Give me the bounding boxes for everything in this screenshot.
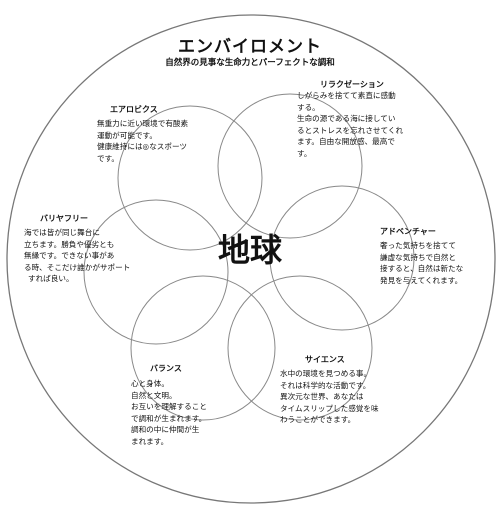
relaxation-text: しがらみを捨てて素直に感動 する。 生命の源である海に接してい るとストレスを忘… [297,90,403,160]
petal-circle-bottom-left [130,275,276,421]
outer-circle [6,14,496,504]
relaxation-line: るとストレスを忘れさせてくれ [297,125,404,135]
relaxation-line: す。 [297,148,312,158]
relaxation-line: しがらみを捨てて素直に感動 [297,91,396,100]
aerobics-line: です。 [97,153,120,163]
adventure-text: 奢った気持ちを捨てて 謙虚な気持ちで自然と 接すると、自然は新たな 発見を与えて… [380,240,463,286]
barrierfree-line: 無縁です。できない事があ [24,251,115,261]
balance-line: で調和が生まれます。 [131,413,207,423]
petal-circle-left [83,199,229,345]
aerobics-line: 健康維持には◎なスポーツ [97,142,188,152]
barrierfree-line: すれば良い。 [28,274,74,284]
science-line: それは科学的な活動です。 [280,380,371,390]
adventure-line: 接すると、自然は新たな [380,264,464,274]
balance-heading: バランス [150,364,182,373]
center-label: 地球 [217,231,282,269]
petal-circle-top-left [117,105,263,251]
aerobics-line: 運動が可能です。 [97,130,157,140]
science-line: 水中の環境を見つめる事。 [280,369,372,378]
barrierfree-text: 海では皆が同じ舞台に 立ちます。勝負や優劣とも 無縁です。できない事があ る時、… [24,227,130,285]
relaxation-line: 生命の源である海に接してい [297,114,396,124]
relaxation-line: ます。自由な開放感、最高で [297,137,395,147]
science-line: タイムスリップした感覚を味 [280,403,379,413]
barrierfree-line: 立ちます。勝負や優劣とも [24,239,115,249]
aerobics-heading: エアロビクス [110,105,158,114]
diagram-title: エンバイロメント [178,37,322,57]
balance-text: 心と身体。 自然と文明。 お互いを理解すること で調和が生まれます。 調和の中に… [131,378,207,448]
aerobics-line: 無重力に近い環境で有酸素 [97,119,189,128]
relaxation-line: する。 [297,102,320,112]
petal-circle-right [269,185,415,331]
balance-line: まれます。 [131,436,169,446]
barrierfree-heading: バリヤフリー [40,214,88,223]
science-line: わうことができます。 [280,415,356,425]
adventure-heading: アドベンチャー [380,227,436,236]
science-line: 異次元な世界、あなたは [280,392,364,402]
adventure-line: 奢った気持ちを捨てて [380,241,456,250]
adventure-line: 謙虚な気持ちで自然と [380,252,456,262]
petal-circle-top-right [217,93,363,239]
relaxation-heading: リラクゼーション [320,80,384,89]
barrierfree-line: 海では皆が同じ舞台に [24,228,100,237]
balance-line: 自然と文明。 [131,390,177,400]
aerobics-text: 無重力に近い環境で有酸素 運動が可能です。 健康維持には◎なスポーツ です。 [97,118,188,164]
balance-line: お互いを理解すること [131,402,207,412]
balance-line: 心と身体。 [131,379,169,388]
balance-line: 調和の中に仲間が生 [131,425,200,435]
barrierfree-line: る時、そこだけ誰かがサポート [24,262,131,272]
science-text: 水中の環境を見つめる事。 それは科学的な活動です。 異次元な世界、あなたは タイ… [280,368,379,426]
adventure-line: 発見を与えてくれます。 [380,275,463,285]
diagram-subtitle: 自然界の見事な生命力とパーフェクトな調和 [165,58,335,68]
petal-circle-bottom-right [227,275,373,421]
science-heading: サイエンス [305,355,345,364]
